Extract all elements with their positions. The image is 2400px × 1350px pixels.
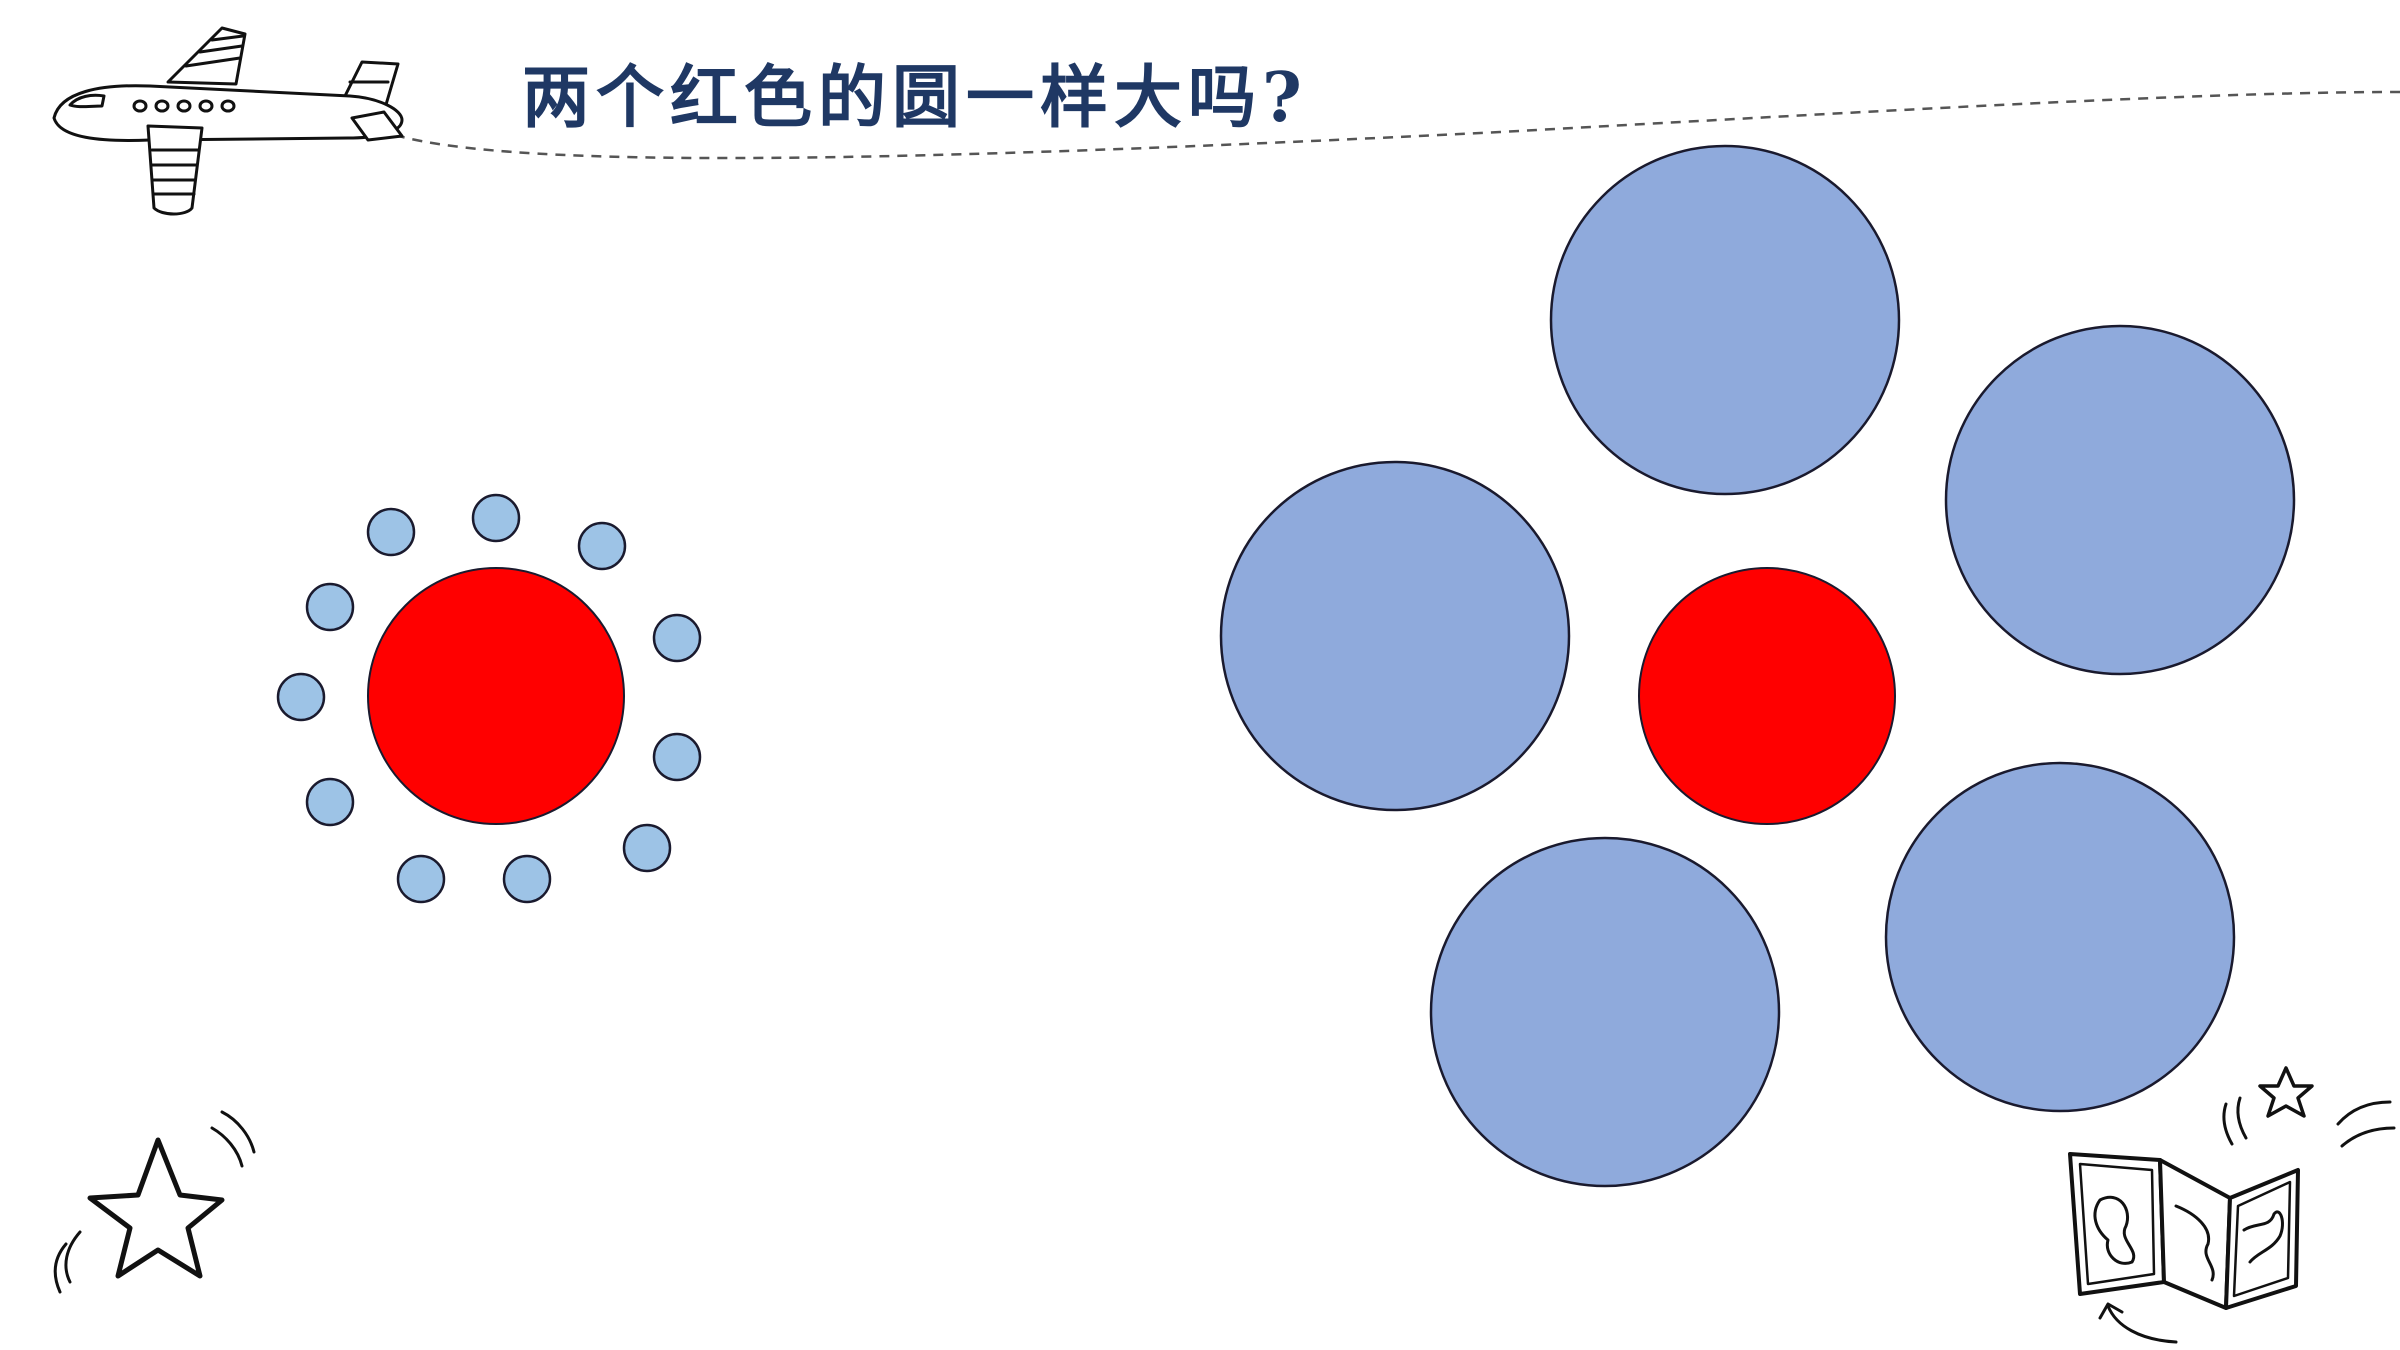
- small-blue-circle: [652, 732, 702, 782]
- small-blue-circle: [305, 777, 355, 827]
- small-blue-circle: [622, 823, 672, 873]
- left-red-circle: [367, 567, 625, 825]
- large-blue-circle: [1884, 761, 2236, 1113]
- star-icon: [53, 1110, 256, 1294]
- large-blue-circle: [1549, 144, 1901, 496]
- left-illusion-group: [276, 493, 702, 904]
- small-blue-circles: [276, 493, 702, 904]
- airplane-icon: [52, 26, 404, 216]
- small-blue-circle: [366, 507, 416, 557]
- small-blue-circle: [502, 854, 552, 904]
- large-blue-circle: [1944, 324, 2296, 676]
- large-blue-circles: [1219, 144, 2296, 1188]
- small-blue-circle: [471, 493, 521, 543]
- small-blue-circle: [652, 613, 702, 663]
- dashed-flight-path: [394, 90, 2400, 160]
- map-icon: [2068, 1066, 2396, 1344]
- small-blue-circle: [577, 521, 627, 571]
- slide-title: 两个红色的圆一样大吗?: [522, 58, 1308, 138]
- right-illusion-group: [1219, 144, 2296, 1188]
- right-red-circle: [1638, 567, 1896, 825]
- large-blue-circle: [1429, 836, 1781, 1188]
- small-blue-circle: [396, 854, 446, 904]
- small-blue-circle: [276, 672, 326, 722]
- large-blue-circle: [1219, 460, 1571, 812]
- small-blue-circle: [305, 582, 355, 632]
